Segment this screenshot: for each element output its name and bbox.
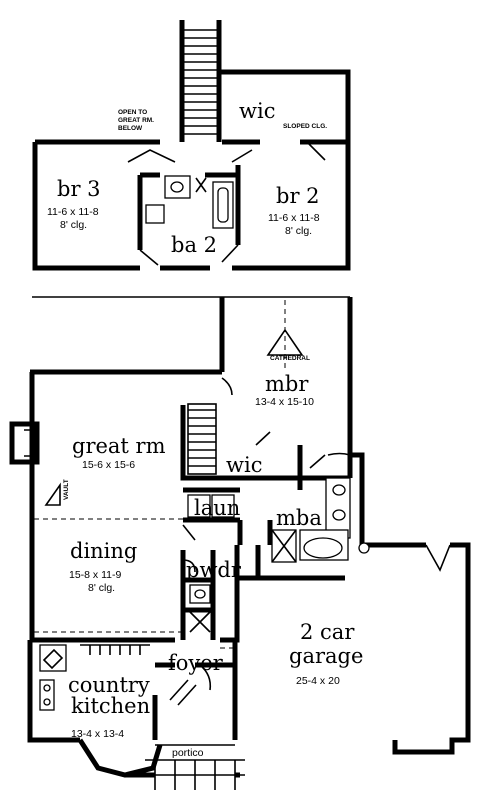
sink-icon (332, 484, 346, 496)
dining-label: dining (70, 539, 137, 563)
open-to-below-note: BELOW (118, 125, 143, 132)
cathedral-note: CATHEDRAL (270, 355, 310, 362)
mbr-dims: 13-4 x 15-10 (255, 396, 314, 408)
great-rm-label: great rm (72, 434, 166, 458)
mbr-label: mbr (265, 372, 309, 396)
great-rm-dims: 15-6 x 15-6 (82, 459, 135, 471)
br2-label: br 2 (276, 184, 320, 208)
open-to-below-note: OPEN TO (118, 109, 147, 116)
sloped-ceiling-note: SLOPED CLG. (283, 123, 327, 130)
br3-ceiling: 8' clg. (60, 219, 87, 231)
dining-ceiling: 8' clg. (88, 582, 115, 594)
dining-dims: 15-8 x 11-9 (69, 569, 121, 581)
kitchen-dims: 13-4 x 13-4 (71, 728, 124, 740)
pwdr-label: pwdr (186, 558, 242, 582)
br2-dims: 11-6 x 11-8 (268, 212, 320, 224)
tub-basin-icon (217, 187, 229, 223)
sink-icon (194, 589, 206, 599)
kitchen-label: country (68, 673, 150, 697)
laun-label: laun (194, 496, 240, 520)
vault-note: VAULT (63, 479, 70, 500)
garage-label: garage (289, 644, 363, 668)
main-stair (187, 403, 217, 475)
garage-dims: 25-4 x 20 (296, 675, 340, 687)
ba2-label: ba 2 (171, 233, 217, 257)
dryer-icon (211, 494, 235, 518)
upper-wic-label: wic (239, 99, 275, 123)
main-floor: CATHEDRAL VAULT mbr 13-4 x 15-10 great r… (9, 296, 471, 790)
water-heater-icon (358, 542, 370, 554)
kitchen-label: kitchen (71, 694, 150, 718)
br3-label: br 3 (57, 177, 101, 201)
fireplace-icon (9, 421, 40, 465)
sink-icon (332, 509, 346, 521)
br2-ceiling: 8' clg. (285, 225, 312, 237)
linen-closet-icon (145, 204, 165, 224)
upper-floor: OPEN TO GREAT RM. BELOW wic SLOPED CLG. … (32, 20, 351, 271)
main-wic-label: wic (226, 453, 262, 477)
upper-stair (182, 22, 219, 140)
open-to-below-note: GREAT RM. (118, 117, 154, 124)
portico-label: portico (172, 747, 204, 759)
washer-icon (187, 494, 211, 518)
sink-icon (170, 181, 184, 193)
mba-label: mba (276, 506, 322, 530)
garage-label: 2 car (300, 620, 355, 644)
tub-basin-icon (303, 537, 343, 559)
br3-dims: 11-6 x 11-8 (47, 206, 99, 218)
foyer-label: foyer (168, 651, 224, 675)
